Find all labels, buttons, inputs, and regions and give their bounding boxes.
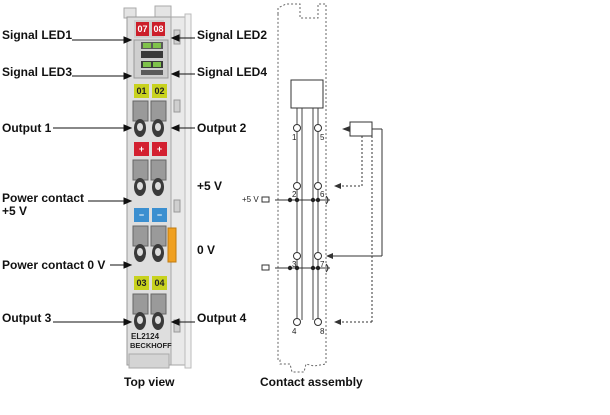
led-01-label: 01	[136, 86, 147, 96]
signal-led-3	[143, 62, 151, 67]
label-plus5v: +5 V	[197, 179, 223, 193]
contact-assembly-right-wiring	[325, 121, 383, 323]
label-power-contact-0v: Power contact 0 V	[2, 258, 106, 272]
contact-assembly-dots	[287, 197, 321, 271]
minus-contact-right	[152, 208, 167, 222]
contact-assembly-arrowheads	[326, 126, 350, 325]
contact-block-outputs-3-4	[132, 293, 167, 330]
label-power-contact-5v-line1: Power contact	[2, 191, 85, 205]
minus-left-label: −	[138, 210, 145, 220]
pin-1-label: 1	[292, 133, 297, 142]
caption-contact-assembly: Contact assembly	[260, 375, 363, 389]
led-03-label: 03	[136, 278, 147, 288]
plus-left-label: +	[138, 144, 145, 154]
label-power-contact-5v-line2: +5 V	[2, 204, 28, 218]
led-02	[152, 84, 167, 98]
label-signal-led1: Signal LED1	[2, 28, 73, 42]
led-04-label: 04	[154, 278, 165, 288]
caption-top-view: Top view	[124, 375, 175, 389]
contact-block-0v	[132, 225, 167, 262]
contact-assembly-pins	[261, 124, 322, 326]
label-signal-led4: Signal LED4	[197, 65, 268, 79]
label-output2: Output 2	[197, 121, 247, 135]
label-output4: Output 4	[197, 311, 247, 325]
pin-7-label: 7	[320, 260, 325, 269]
label-signal-led2: Signal LED2	[197, 28, 268, 42]
pin-4-label: 4	[292, 327, 297, 336]
annotation-arrows	[53, 34, 195, 326]
pin-6-label: 6	[320, 190, 325, 199]
led-02-label: 02	[154, 86, 165, 96]
minus-contact-left	[134, 208, 149, 222]
led-03	[134, 276, 149, 290]
label-signal-led3: Signal LED3	[2, 65, 73, 79]
contact-assembly-diagram	[275, 3, 330, 373]
led-08-label: 08	[153, 24, 164, 34]
led-01	[134, 84, 149, 98]
plus-contact-left	[134, 142, 149, 156]
plus-contact-right	[152, 142, 167, 156]
plus-right-label: +	[156, 144, 163, 154]
label-output1: Output 1	[2, 121, 52, 135]
brand-label: BECKHOFF	[130, 341, 172, 350]
label-0v: 0 V	[197, 243, 216, 257]
signal-led-1	[143, 43, 151, 48]
pin-5-label: 5	[320, 133, 325, 142]
pin-3-label: 3	[292, 260, 297, 269]
led-04	[152, 276, 167, 290]
signal-led-4	[153, 62, 161, 67]
minus-right-label: −	[156, 210, 163, 220]
label-output3: Output 3	[2, 311, 52, 325]
power-contact-orange	[167, 227, 177, 263]
model-label: EL2124	[131, 332, 160, 341]
led-08	[152, 22, 165, 36]
contact-plus5v-label: +5 V	[242, 195, 259, 204]
signal-led-2	[153, 43, 161, 48]
pin-2-label: 2	[292, 190, 297, 199]
led-07	[136, 22, 149, 36]
pin-8-label: 8	[320, 327, 325, 336]
contact-block-plus5v	[132, 159, 167, 196]
led-07-label: 07	[137, 24, 148, 34]
contact-block-outputs-1-2	[132, 100, 167, 137]
